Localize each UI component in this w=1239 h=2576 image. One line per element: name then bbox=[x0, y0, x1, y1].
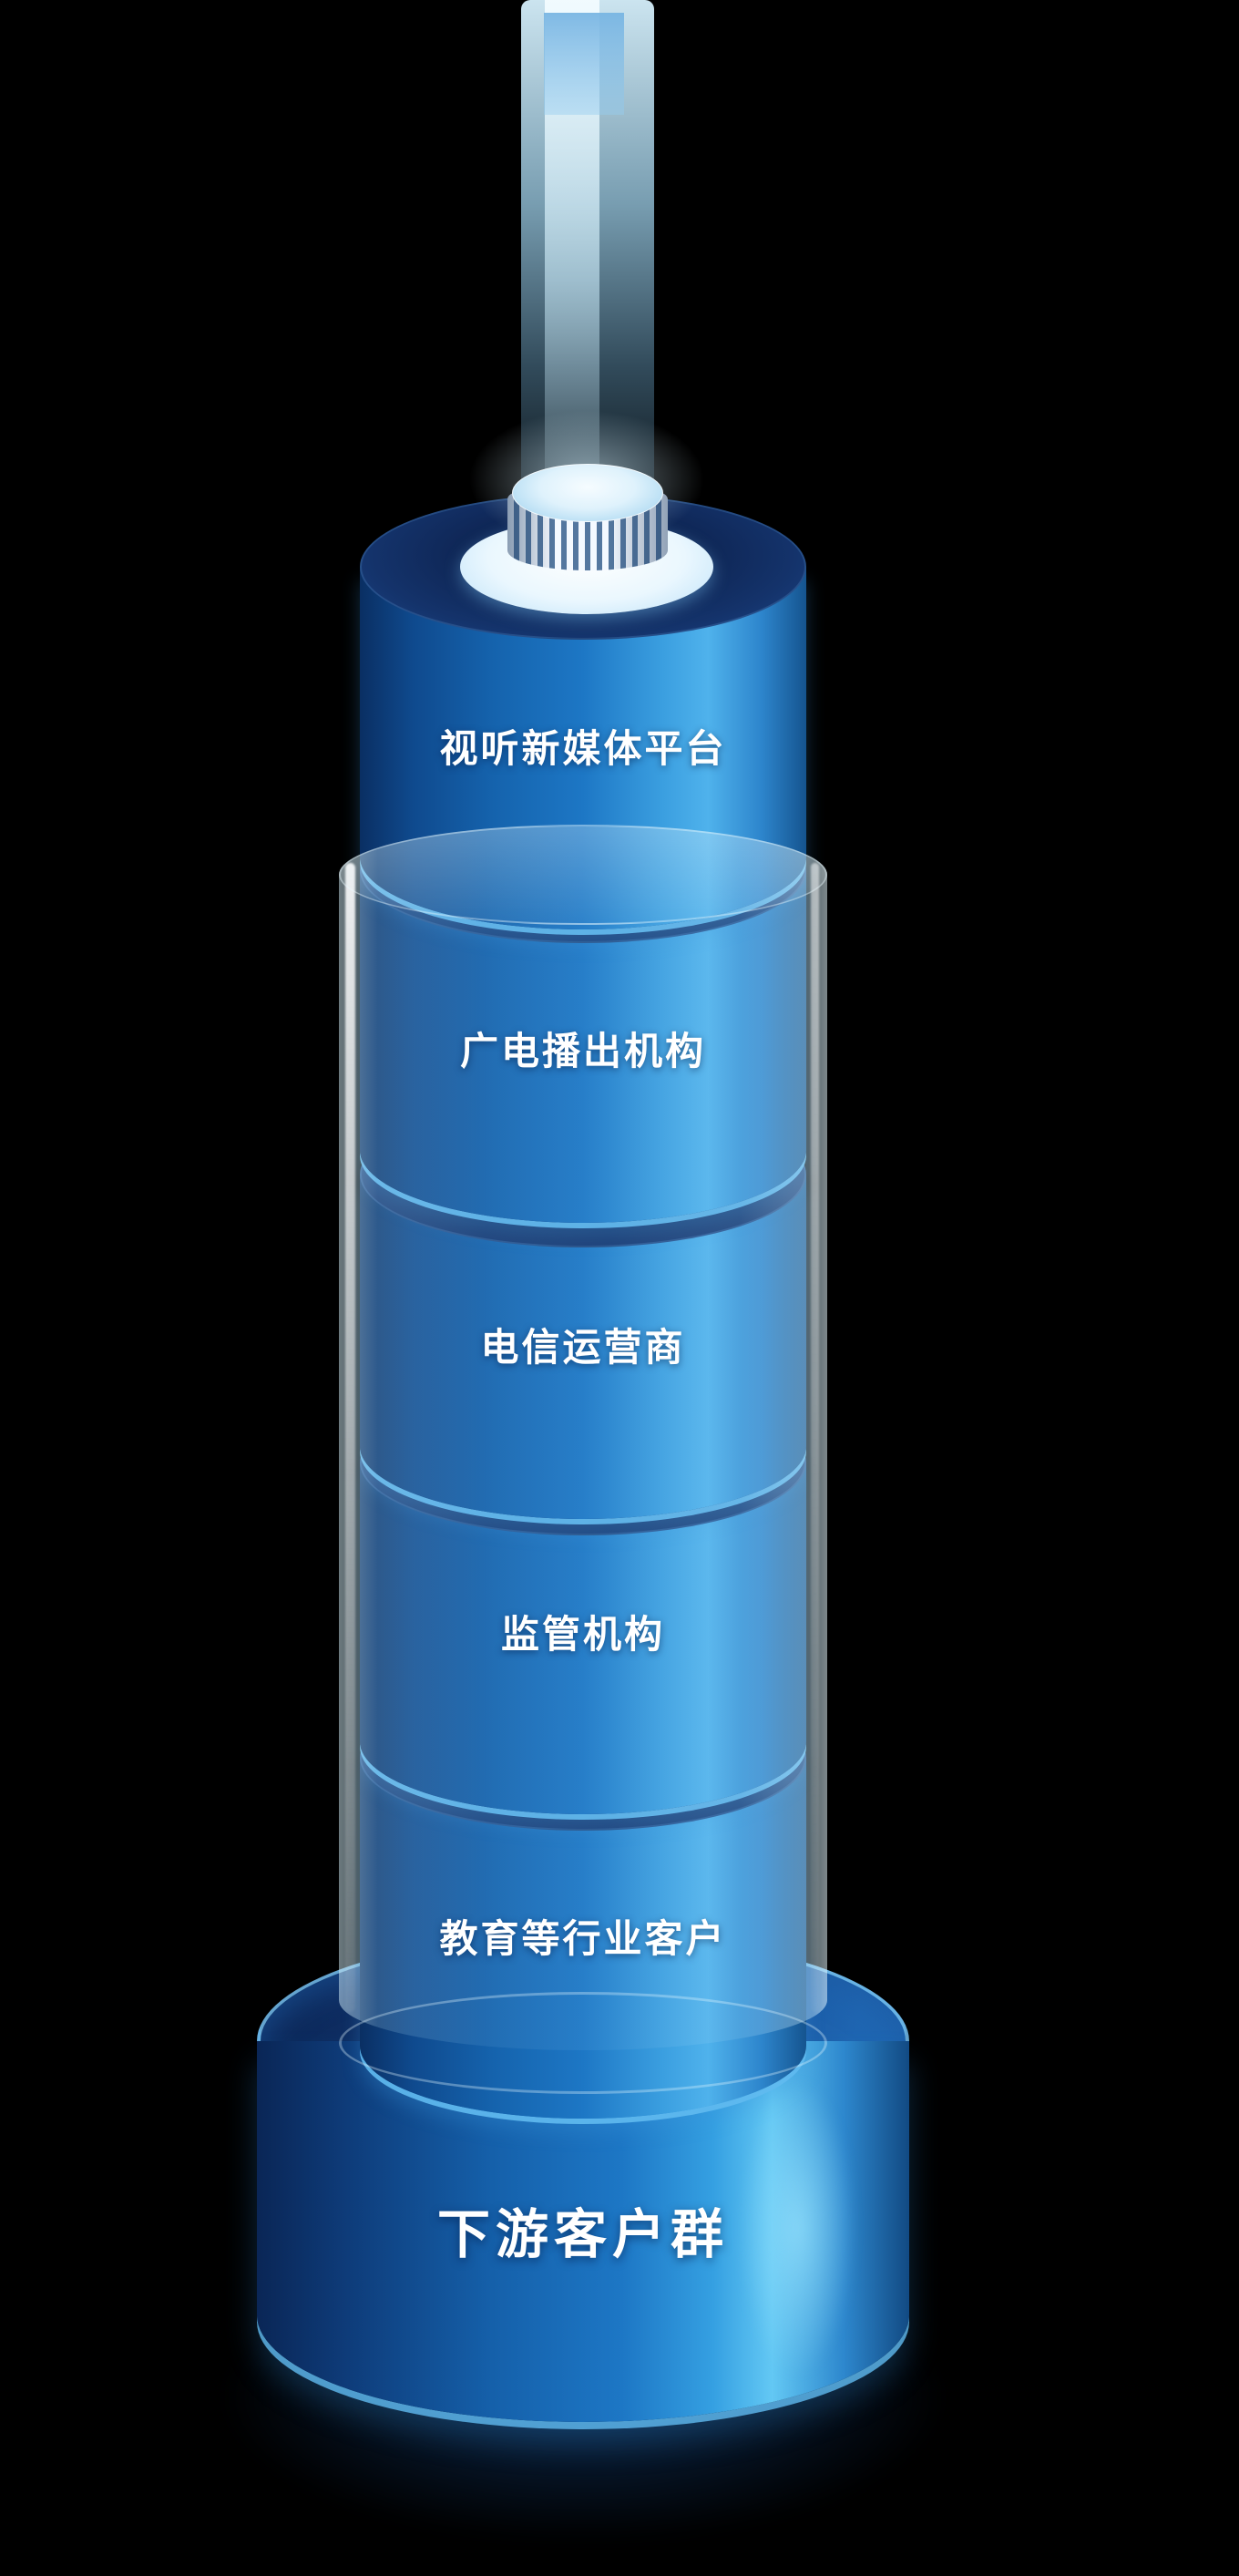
base-top-face bbox=[257, 1934, 909, 2149]
cylinder-body bbox=[360, 1175, 806, 1519]
cylinder-body bbox=[360, 1758, 806, 2119]
glass-tube-bottom-rim bbox=[339, 1992, 827, 2094]
glass-tube bbox=[339, 825, 827, 2050]
segment-label-3: 电信运营商 bbox=[480, 1325, 686, 1370]
cylinder-top-face bbox=[360, 797, 806, 943]
segment-label-1: 视听新媒体平台 bbox=[439, 726, 727, 771]
glass-tube-top-rim bbox=[339, 825, 827, 925]
cylinder-top-face bbox=[360, 1685, 806, 1831]
cap-ring bbox=[460, 519, 713, 614]
segment-label-2: 广电播出机构 bbox=[459, 1029, 706, 1073]
floor-glow bbox=[219, 2251, 947, 2542]
cylinder-body bbox=[360, 1462, 806, 1814]
glass-tube-right-highlight bbox=[811, 863, 819, 2012]
cylinder-body bbox=[360, 567, 806, 929]
light-beam-top-notch bbox=[544, 13, 624, 115]
segment-label-5: 教育等行业客户 bbox=[439, 1916, 727, 1961]
cylinder-top-face bbox=[360, 1102, 806, 1247]
segment-label-4: 监管机构 bbox=[500, 1612, 665, 1657]
cylinder-body bbox=[360, 870, 806, 1223]
glass-tube-left-highlight bbox=[345, 863, 355, 2012]
cylinder-top-face bbox=[360, 1390, 806, 1535]
